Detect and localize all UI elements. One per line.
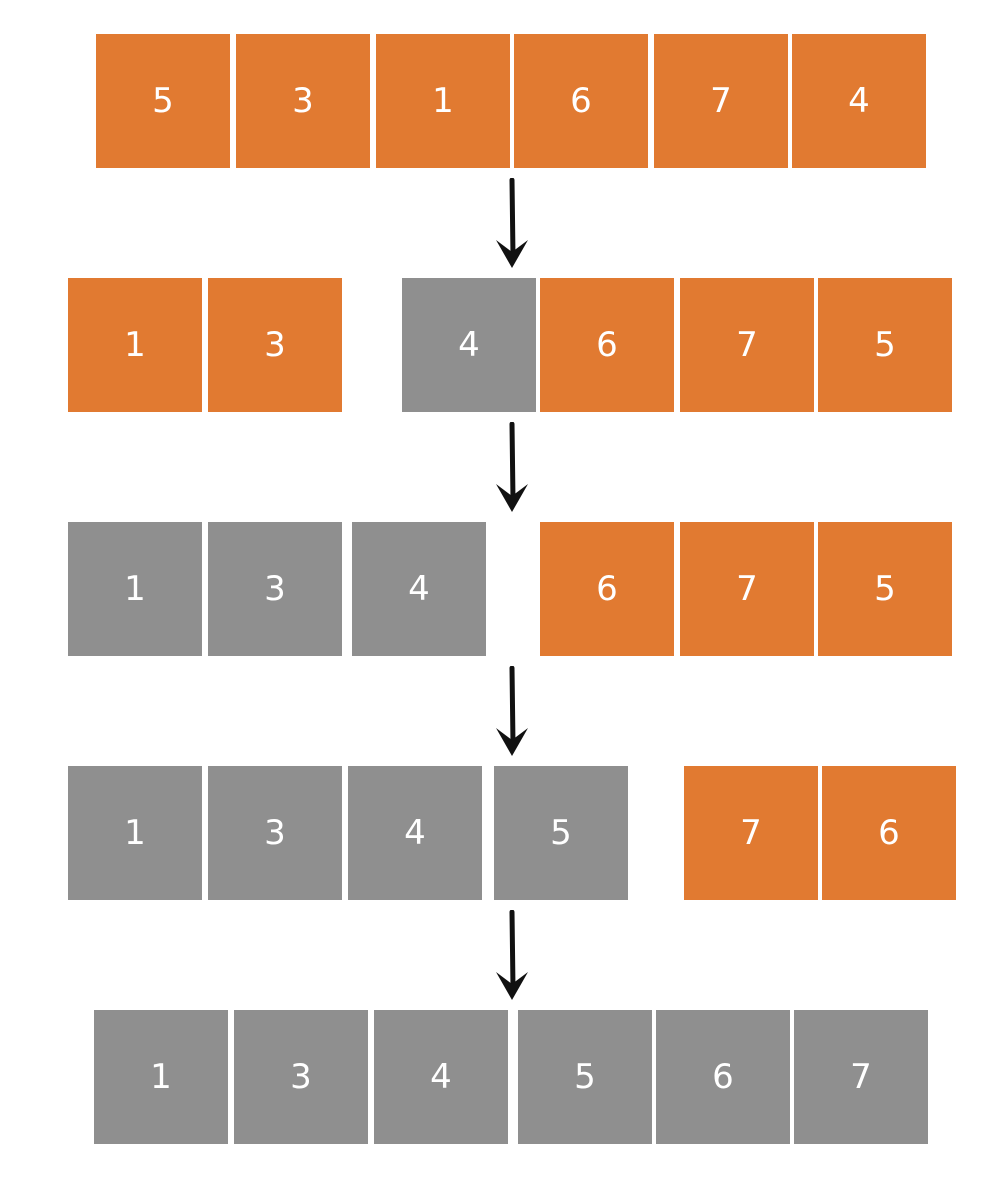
array-cell-sorted: 4	[402, 278, 536, 412]
down-arrow-icon	[496, 910, 528, 1000]
array-cell-sorted: 1	[94, 1010, 228, 1144]
array-cell-sorted: 4	[352, 522, 486, 656]
array-cell-unsorted: 5	[96, 34, 230, 168]
array-cell-unsorted: 4	[792, 34, 926, 168]
array-cell-sorted: 3	[208, 766, 342, 900]
array-cell-sorted: 3	[234, 1010, 368, 1144]
array-cell-sorted: 4	[348, 766, 482, 900]
array-cell-unsorted: 7	[654, 34, 788, 168]
array-cell-unsorted: 6	[822, 766, 956, 900]
array-cell-unsorted: 1	[68, 278, 202, 412]
array-cell-unsorted: 7	[680, 522, 814, 656]
array-cell-sorted: 3	[208, 522, 342, 656]
array-cell-unsorted: 5	[818, 522, 952, 656]
array-cell-sorted: 5	[518, 1010, 652, 1144]
array-cell-sorted: 5	[494, 766, 628, 900]
array-cell-unsorted: 1	[376, 34, 510, 168]
down-arrow-icon	[496, 178, 528, 268]
array-cell-sorted: 1	[68, 522, 202, 656]
array-cell-unsorted: 7	[684, 766, 818, 900]
down-arrow-icon	[496, 666, 528, 756]
array-cell-unsorted: 3	[236, 34, 370, 168]
down-arrow-icon	[496, 422, 528, 512]
array-cell-unsorted: 6	[540, 522, 674, 656]
array-cell-unsorted: 3	[208, 278, 342, 412]
array-cell-unsorted: 5	[818, 278, 952, 412]
array-cell-sorted: 4	[374, 1010, 508, 1144]
array-cell-unsorted: 7	[680, 278, 814, 412]
array-cell-sorted: 1	[68, 766, 202, 900]
array-cell-sorted: 6	[656, 1010, 790, 1144]
array-cell-unsorted: 6	[540, 278, 674, 412]
array-cell-unsorted: 6	[514, 34, 648, 168]
array-cell-sorted: 7	[794, 1010, 928, 1144]
